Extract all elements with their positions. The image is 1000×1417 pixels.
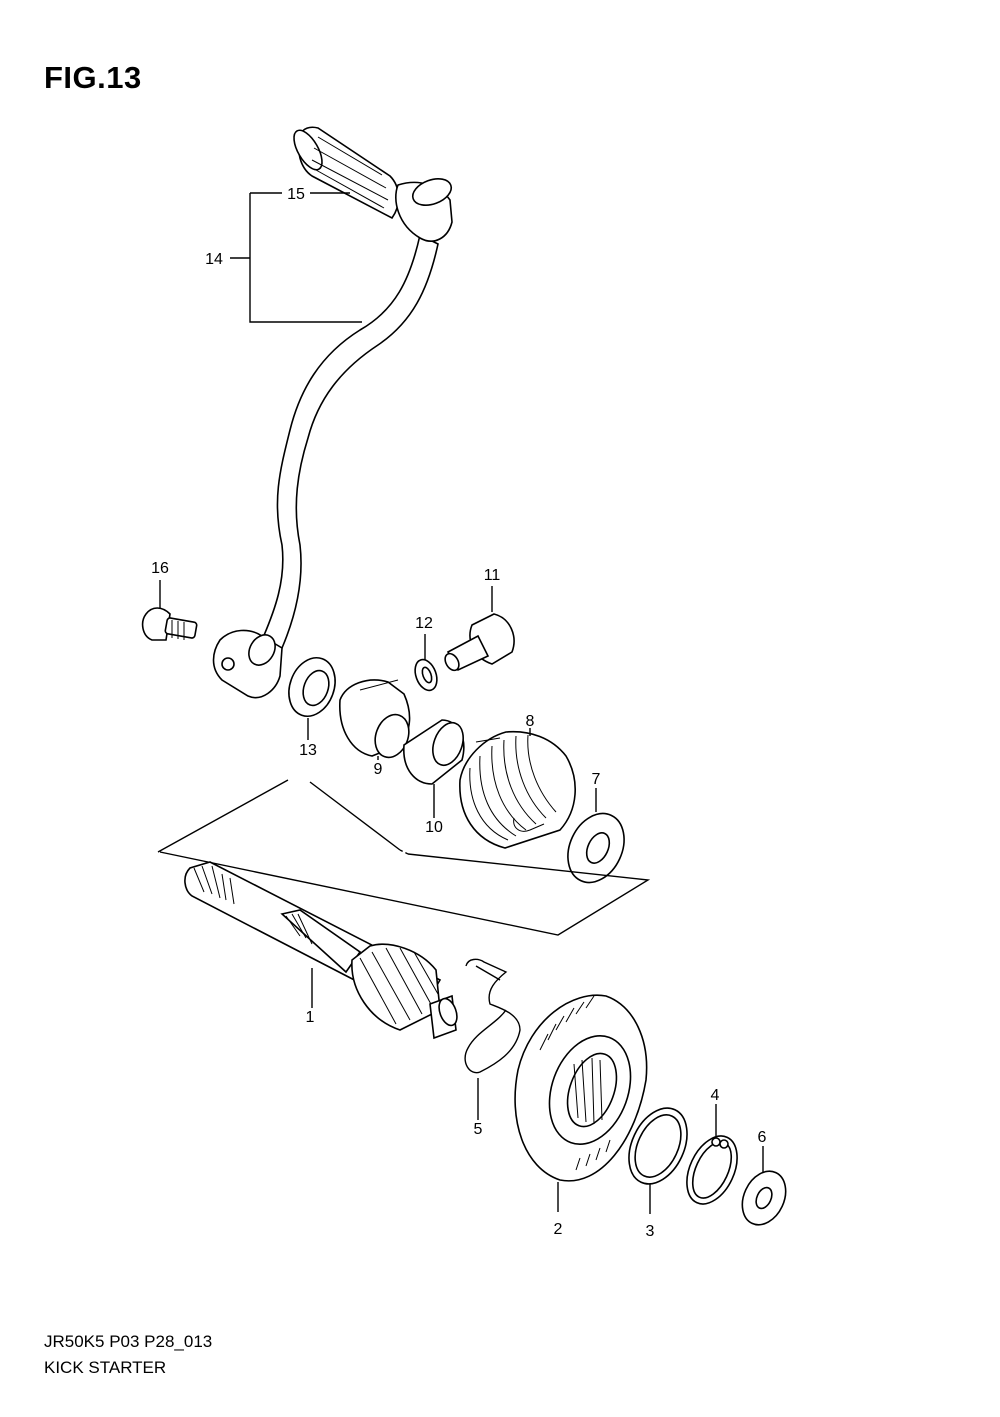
spring-clip — [464, 958, 521, 1120]
callout-1: 1 — [306, 1009, 315, 1026]
callout-10: 10 — [425, 819, 443, 836]
callout-5: 5 — [474, 1121, 483, 1138]
callout-11: 11 — [484, 567, 501, 584]
stopper-bolt — [444, 586, 515, 672]
lever-bolt — [141, 580, 198, 641]
callout-16: 16 — [151, 560, 169, 577]
lever-assembly-bracket — [230, 192, 362, 323]
circlip — [686, 1104, 738, 1205]
subassembly-outline — [157, 779, 651, 936]
washer-6 — [741, 1146, 787, 1226]
callout-9: 9 — [374, 761, 383, 778]
spring-guide — [339, 679, 411, 760]
washer-3 — [628, 1107, 688, 1214]
callout-13: 13 — [299, 742, 317, 759]
drawing-code: JR50K5 P03 P28_013 — [44, 1332, 213, 1351]
callout-3: 3 — [646, 1223, 655, 1240]
callout-8: 8 — [526, 713, 535, 730]
kick-lever — [212, 126, 453, 699]
callout-14: 14 — [205, 251, 223, 268]
drawing-caption: KICK STARTER — [44, 1358, 167, 1377]
kick-shaft — [184, 861, 458, 1040]
callout-15: 15 — [287, 186, 305, 203]
return-spring — [459, 728, 576, 849]
callout-2: 2 — [554, 1221, 563, 1238]
oil-seal — [288, 657, 336, 740]
driven-gear — [514, 994, 648, 1212]
figure-title: FIG.13 — [44, 60, 142, 95]
callout-6: 6 — [758, 1129, 767, 1146]
callout-12: 12 — [415, 615, 433, 632]
callout-7: 7 — [592, 771, 601, 788]
washer-7 — [567, 788, 625, 884]
callout-4: 4 — [711, 1087, 720, 1104]
washer-12 — [414, 634, 438, 692]
bushing — [403, 719, 465, 818]
